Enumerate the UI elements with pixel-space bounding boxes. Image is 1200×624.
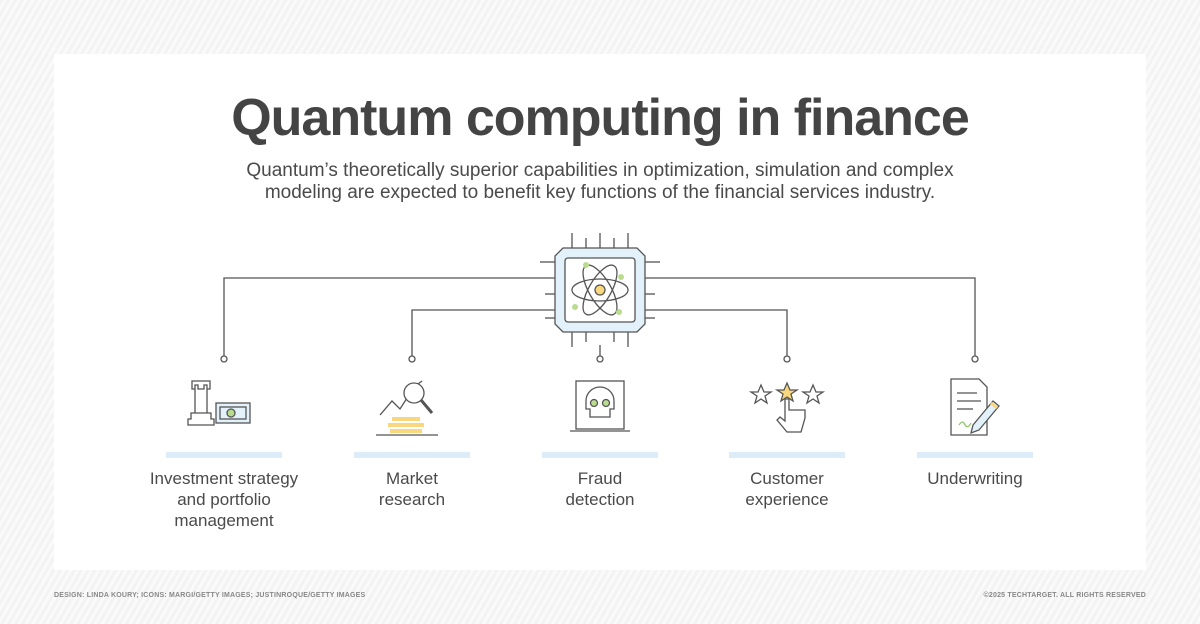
accent-bar — [542, 452, 658, 458]
subtitle-line: Quantum’s theoretically superior capabil… — [246, 160, 954, 181]
function-customer-experience: Customer experience — [687, 375, 887, 510]
skull-laptop-icon — [570, 380, 630, 432]
function-label: Underwriting — [875, 468, 1075, 489]
label-line: Customer — [750, 469, 824, 488]
page-title: Quantum computing in finance — [231, 89, 970, 147]
star-rating-hand-icon — [748, 381, 826, 433]
label-line: research — [378, 490, 446, 509]
function-label: Market research — [312, 468, 512, 510]
label-line: Fraud — [577, 469, 623, 488]
label-line: Investment strategy — [149, 469, 299, 488]
function-fraud-detection: Fraud detection — [500, 375, 700, 510]
copyright: ©2025 TECHTARGET. ALL RIGHTS RESERVED — [983, 592, 1146, 599]
subtitle-line: modeling are expected to benefit key fun… — [264, 182, 936, 203]
accent-bar — [729, 452, 845, 458]
label-line: and portfolio — [177, 490, 271, 509]
label-line: detection — [565, 490, 635, 509]
label-line: experience — [745, 490, 829, 509]
accent-bar — [166, 452, 282, 458]
chess-rook-money-icon — [187, 380, 251, 426]
function-underwriting: Underwriting — [875, 375, 1075, 489]
label-line: Market — [386, 469, 438, 488]
label-line: management — [174, 511, 274, 530]
function-label: Customer experience — [687, 468, 887, 510]
design-credit: DESIGN: LINDA KOURY; ICONS: MARGI/GETTY … — [54, 592, 366, 599]
label-line: Underwriting — [927, 469, 1023, 488]
document-signing-icon — [950, 378, 1000, 436]
connector-lines — [220, 277, 979, 363]
function-investment-strategy: Investment strategy and portfolio manage… — [124, 375, 324, 531]
magnifier-chart-coins-icon — [376, 380, 438, 436]
accent-bar — [917, 452, 1033, 458]
quantum-chip-icon — [540, 233, 660, 347]
subtitle: Quantum’s theoretically superior capabil… — [0, 160, 1200, 204]
function-label: Fraud detection — [500, 468, 700, 510]
function-market-research: Market research — [312, 375, 512, 510]
function-label: Investment strategy and portfolio manage… — [124, 468, 324, 531]
accent-bar — [354, 452, 470, 458]
